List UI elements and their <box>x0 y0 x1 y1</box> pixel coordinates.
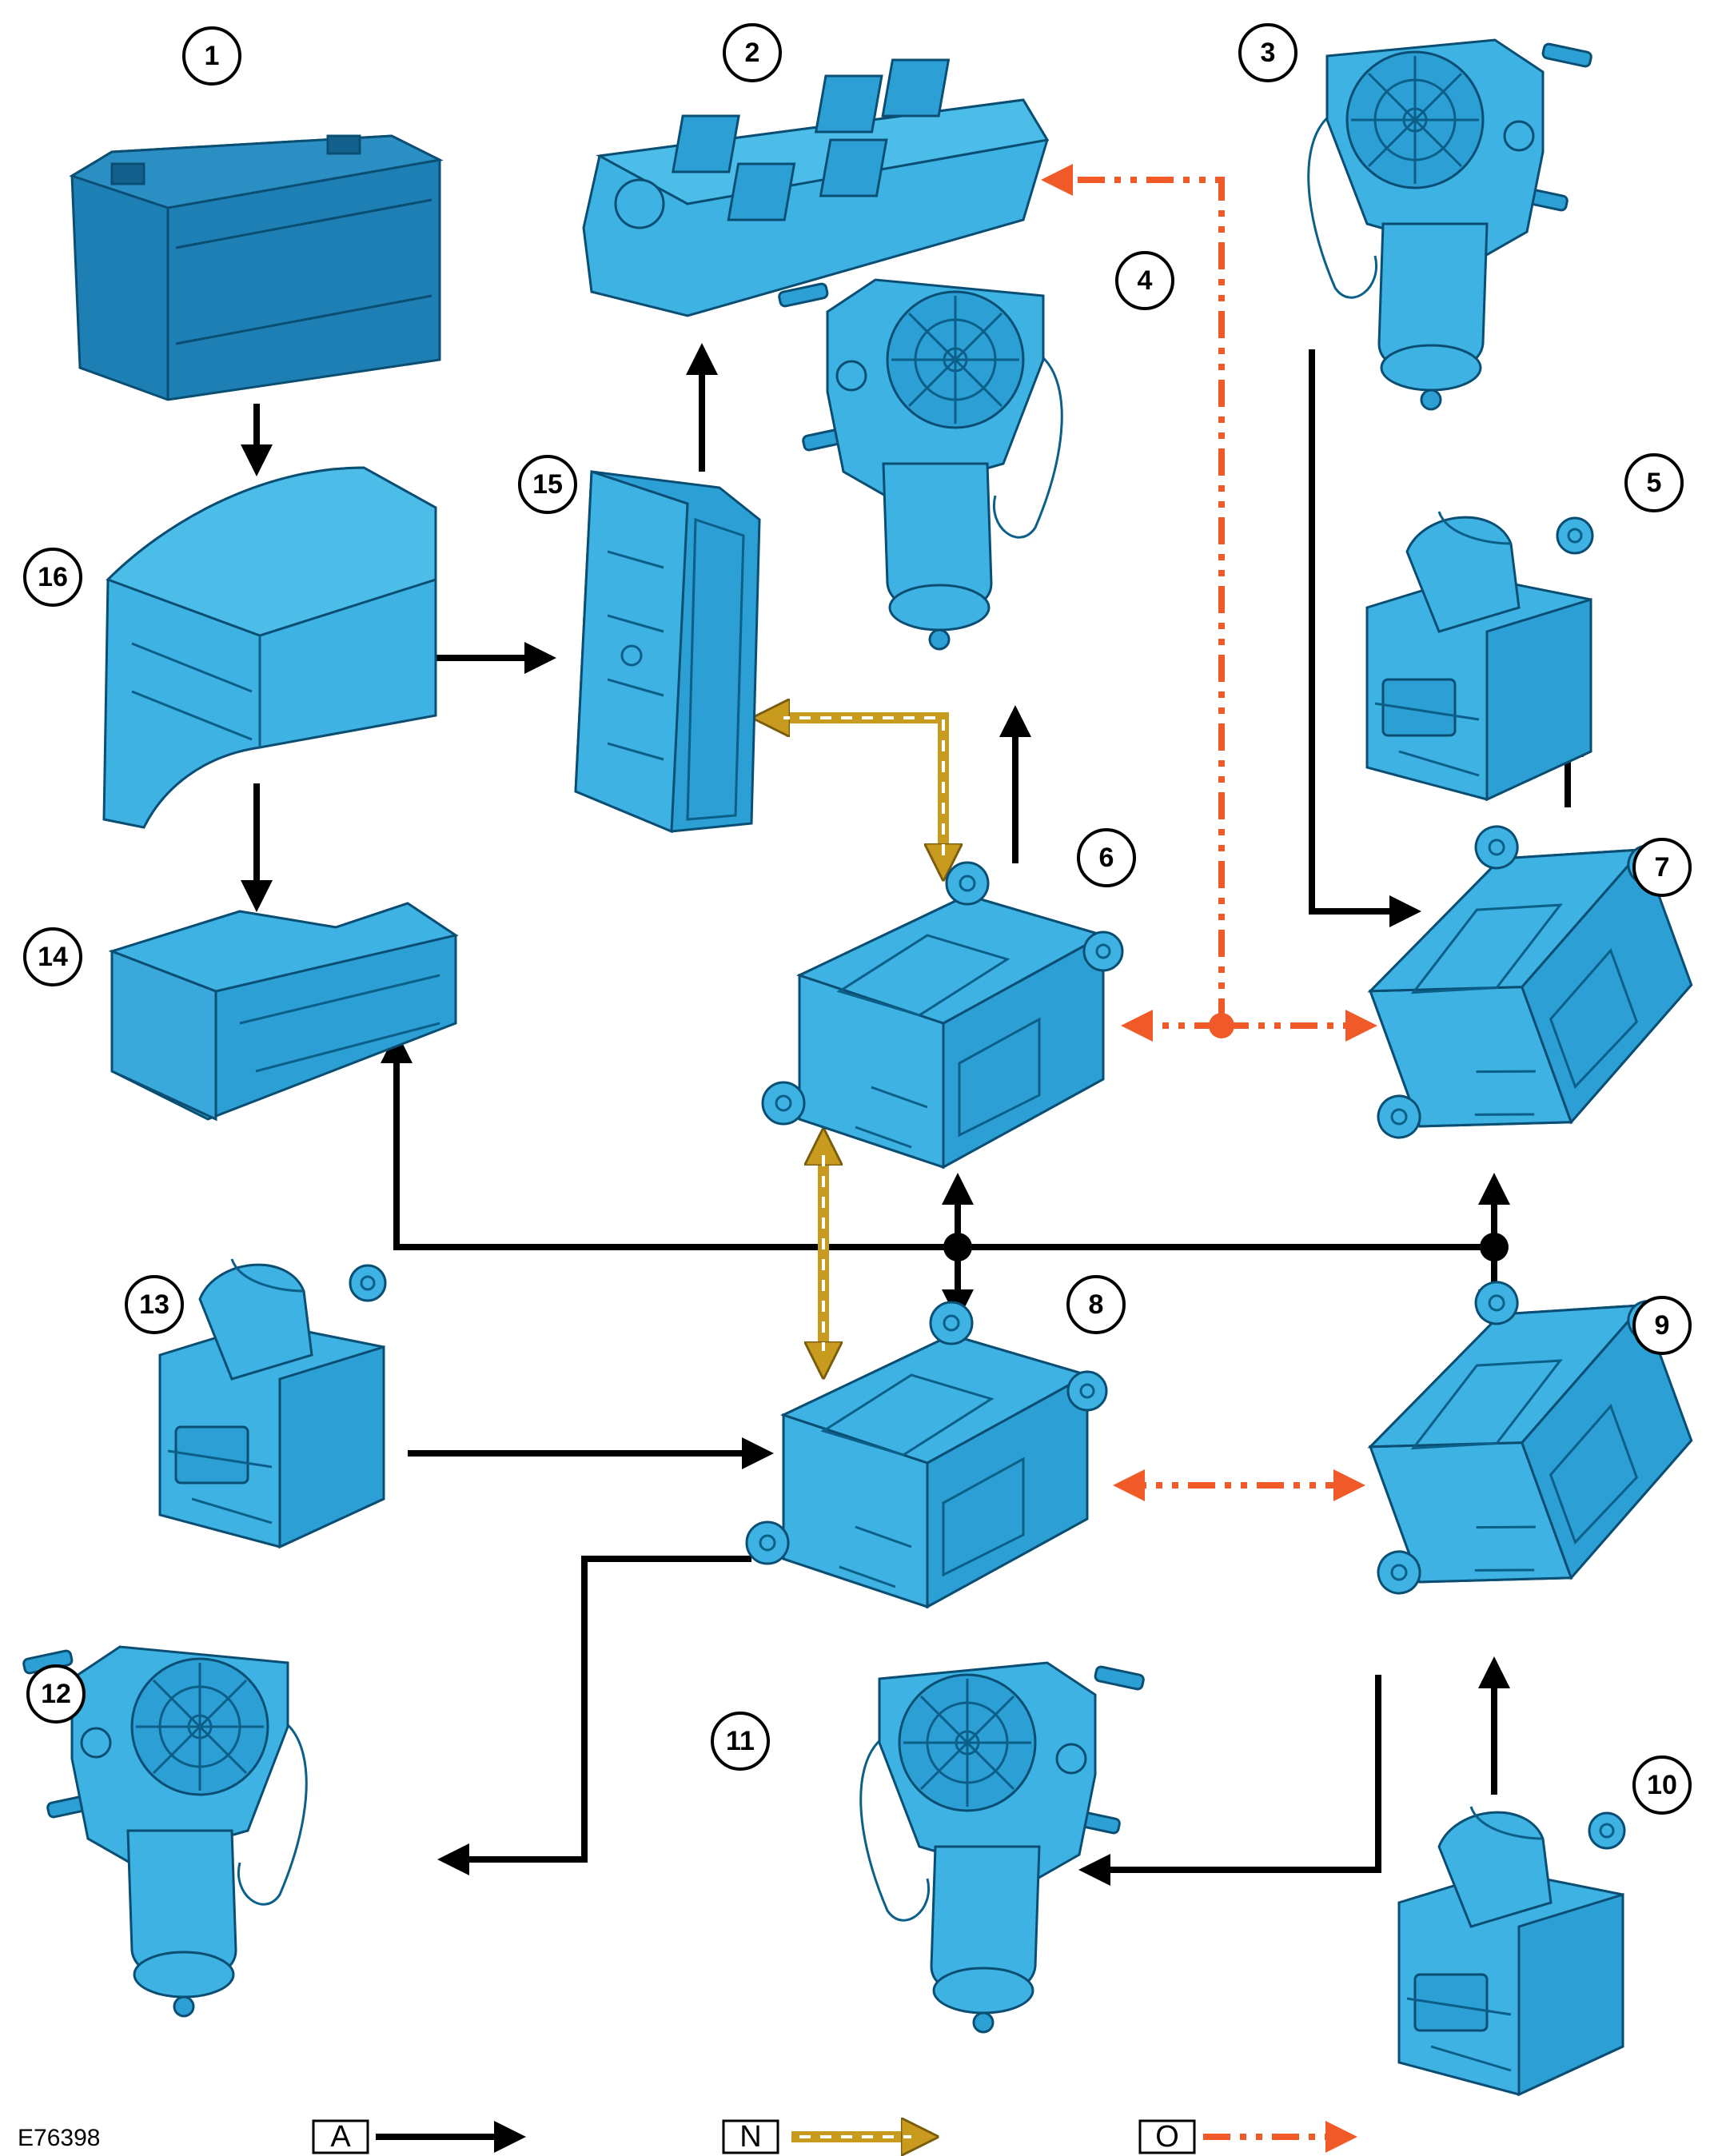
callout-14: 14 <box>23 927 82 986</box>
fuse-box-icon <box>102 466 437 829</box>
callout-13: 13 <box>125 1275 184 1334</box>
door-module-icon <box>745 1301 1108 1608</box>
door-module-icon <box>761 861 1124 1169</box>
callout-label: 4 <box>1138 265 1153 296</box>
window-switch-icon <box>158 1257 387 1548</box>
legend-item-a: A <box>312 2119 526 2154</box>
bus-junction-right <box>1480 1233 1509 1261</box>
legend-key-box: A <box>312 2119 369 2154</box>
callout-label: 2 <box>745 38 760 68</box>
callout-16: 16 <box>23 548 82 607</box>
legend-key-label: N <box>739 2120 761 2154</box>
link-bus-to-14 <box>381 1031 1494 1250</box>
callout-label: 13 <box>139 1289 169 1320</box>
legend-key-label: A <box>330 2120 351 2154</box>
red-junction <box>1209 1013 1234 1038</box>
legend-item-n: N <box>722 2119 931 2154</box>
legend-item-o: O <box>1138 2119 1357 2154</box>
callout-9: 9 <box>1632 1296 1692 1355</box>
callout-2: 2 <box>723 23 782 82</box>
callout-label: 6 <box>1099 843 1114 873</box>
door-module-icon <box>1296 1229 1710 1641</box>
callout-11: 11 <box>711 1712 770 1771</box>
callout-3: 3 <box>1238 23 1297 82</box>
link-n-15-to-6 <box>759 718 943 874</box>
control-module-icon <box>574 469 761 834</box>
callout-label: 8 <box>1089 1289 1104 1320</box>
window-switch-icon <box>1397 1805 1626 2096</box>
link-3-to-7 <box>1309 349 1421 927</box>
callout-1: 1 <box>182 26 241 86</box>
link-9-to-11 <box>1078 1675 1381 1886</box>
figure-reference: E76398 <box>18 2125 100 2151</box>
door-module-icon <box>1296 773 1710 1186</box>
link-o-to-2 <box>1041 164 1225 1026</box>
junction-box-icon <box>108 902 459 1122</box>
callout-5: 5 <box>1624 453 1684 512</box>
callout-label: 11 <box>726 1726 755 1756</box>
window-motor-icon <box>1307 38 1593 411</box>
legend-key-label: O <box>1155 2120 1179 2154</box>
callout-12: 12 <box>26 1664 86 1724</box>
callout-label: 3 <box>1261 38 1276 68</box>
callout-label: 5 <box>1647 468 1662 498</box>
link-8-to-12 <box>437 1556 751 1875</box>
callout-label: 15 <box>532 469 563 500</box>
callout-10: 10 <box>1632 1755 1692 1815</box>
callout-label: 16 <box>38 562 68 592</box>
switch-pack-icon <box>582 58 1050 317</box>
callout-label: 10 <box>1647 1770 1677 1800</box>
callout-8: 8 <box>1066 1275 1126 1334</box>
callout-label: 9 <box>1655 1310 1670 1341</box>
link-n-15-to-6-dash <box>783 716 945 855</box>
battery-icon <box>69 134 444 401</box>
callout-label: 12 <box>41 1679 71 1709</box>
legend: A N O <box>312 2119 1357 2154</box>
legend-key-box: O <box>1138 2119 1196 2154</box>
connection-lines <box>241 164 1584 1886</box>
callout-label: 14 <box>38 942 68 972</box>
callout-15: 15 <box>518 455 577 514</box>
callout-7: 7 <box>1632 838 1692 897</box>
window-switch-icon <box>1365 510 1594 801</box>
legend-key-box: N <box>722 2119 779 2154</box>
callout-6: 6 <box>1077 828 1136 887</box>
window-motor-icon <box>859 1661 1146 2034</box>
callout-label: 1 <box>205 41 220 71</box>
callout-4: 4 <box>1115 251 1174 310</box>
bus-junction-left <box>943 1233 972 1261</box>
window-motor-icon <box>777 278 1063 651</box>
callout-label: 7 <box>1655 852 1670 883</box>
